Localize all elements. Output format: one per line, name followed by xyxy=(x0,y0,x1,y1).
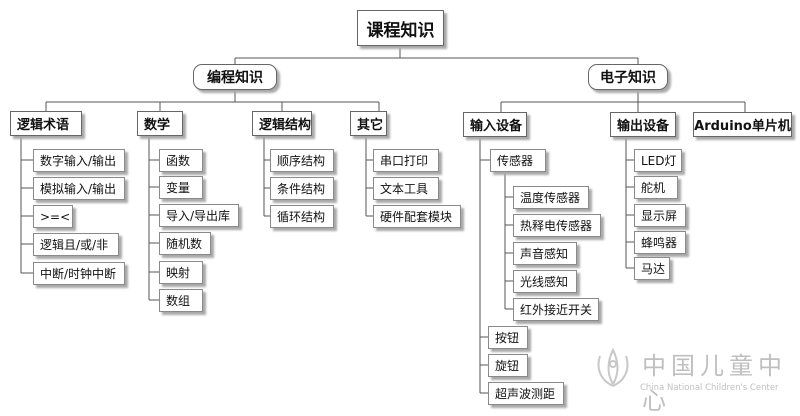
output-device-item: 马达 xyxy=(634,257,670,280)
root-node: 课程知识 xyxy=(357,10,444,46)
output-devices-node: 输出设备 xyxy=(610,112,676,137)
logic-terms-item: 逻辑且/或/非 xyxy=(33,233,119,256)
logic-structures-item: 循环结构 xyxy=(270,205,334,228)
other-item: 串口打印 xyxy=(373,149,439,172)
math-node: 数学 xyxy=(137,111,183,136)
sensor-item: 声音感知 xyxy=(513,242,577,265)
logic-terms-item: 数字输入/输出 xyxy=(33,149,125,172)
logic-terms-item: 模拟输入/输出 xyxy=(33,177,125,200)
logic-terms-item: >=< xyxy=(33,205,73,228)
sensor-item: 光线感知 xyxy=(513,270,577,293)
sensor-item: 热释电传感器 xyxy=(513,214,601,237)
logic-terms-item: 中断/时钟中断 xyxy=(33,262,125,285)
output-device-item: LED灯 xyxy=(634,149,682,172)
logic-structures-item: 顺序结构 xyxy=(270,149,334,172)
watermark-logo-icon xyxy=(597,347,629,387)
programming-knowledge-node: 编程知识 xyxy=(193,64,277,90)
watermark-chinese-text: 中国儿童中心 xyxy=(642,352,787,415)
input-device-item: 按钮 xyxy=(488,326,528,349)
logic-terms-node: 逻辑术语 xyxy=(10,111,82,136)
output-device-item: 蜂鸣器 xyxy=(634,231,686,254)
other-node: 其它 xyxy=(350,111,387,136)
electronics-knowledge-node: 电子知识 xyxy=(588,64,668,90)
sensor-item: 温度传感器 xyxy=(513,186,589,209)
input-device-item: 旋钮 xyxy=(488,354,528,377)
input-devices-node: 输入设备 xyxy=(463,112,527,137)
input-device-item: 超声波测距 xyxy=(488,382,564,405)
math-item: 导入/导出库 xyxy=(159,204,239,227)
other-item: 硬件配套模块 xyxy=(373,205,461,228)
logic-structures-item: 条件结构 xyxy=(270,177,334,200)
math-item: 变量 xyxy=(159,176,203,199)
math-item: 映射 xyxy=(159,261,203,284)
other-item: 文本工具 xyxy=(373,177,439,200)
math-item: 函数 xyxy=(159,149,203,172)
output-device-item: 舵机 xyxy=(634,176,678,199)
sensor-item: 红外接近开关 xyxy=(513,298,599,321)
output-device-item: 显示屏 xyxy=(634,204,686,227)
math-item: 数组 xyxy=(159,289,203,312)
arduino-node: Arduino单片机 xyxy=(693,112,792,137)
watermark: 中国儿童中心 China National Children's Center xyxy=(590,342,790,415)
math-item: 随机数 xyxy=(159,232,211,255)
logic-structures-node: 逻辑结构 xyxy=(252,111,312,136)
watermark-english-text: China National Children's Center xyxy=(640,383,779,393)
sensor-node: 传感器 xyxy=(490,149,546,172)
